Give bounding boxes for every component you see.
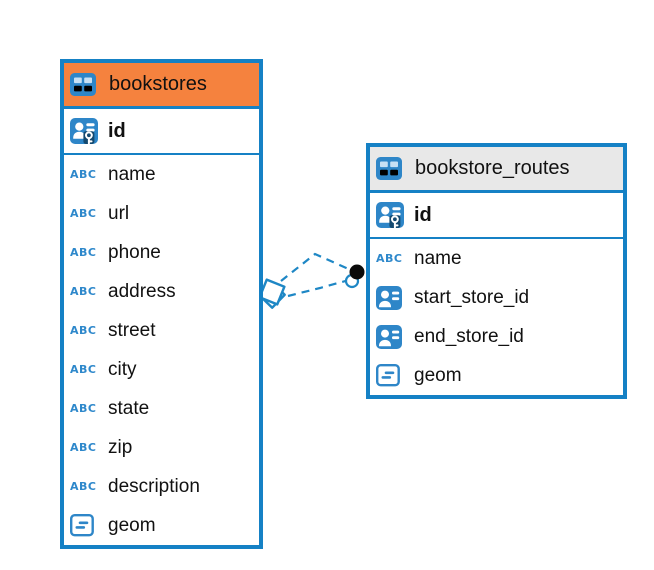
column-row-zip[interactable]: ABC zip (64, 428, 259, 467)
column-row-geom[interactable]: geom (64, 506, 259, 545)
column-row-name[interactable]: ABC name (64, 155, 259, 194)
text-type-icon: ABC (70, 246, 97, 259)
table-bookstores[interactable]: bookstores id ABC name ABC url ABC phone… (60, 59, 263, 549)
column-name: geom (414, 364, 462, 386)
table-title: bookstore_routes (415, 157, 570, 179)
text-type-icon: ABC (70, 363, 97, 376)
column-row-geom[interactable]: geom (370, 356, 623, 395)
table-icon (70, 73, 100, 96)
column-row-phone[interactable]: ABC phone (64, 233, 259, 272)
text-type-icon: ABC (70, 402, 97, 415)
text-type-icon: ABC (70, 441, 97, 454)
fk-relationship-line-end-store[interactable] (287, 278, 350, 298)
column-row-description[interactable]: ABC description (64, 467, 259, 506)
geometry-type-icon (376, 364, 406, 387)
column-name: url (108, 202, 130, 224)
column-name: state (108, 397, 150, 419)
column-name: id (414, 203, 432, 226)
column-name: city (108, 358, 137, 380)
text-type-icon: ABC (70, 168, 97, 181)
foreign-key-icon (376, 324, 406, 349)
column-name: end_store_id (414, 325, 524, 347)
column-name: name (108, 163, 156, 185)
column-row-address[interactable]: ABC address (64, 272, 259, 311)
column-name: street (108, 319, 156, 341)
text-type-icon: ABC (70, 324, 97, 337)
column-name: description (108, 475, 200, 497)
column-row-url[interactable]: ABC url (64, 194, 259, 233)
column-row-city[interactable]: ABC city (64, 350, 259, 389)
column-row-id[interactable]: id (64, 109, 259, 155)
column-name: phone (108, 241, 161, 263)
primary-key-icon (376, 202, 406, 228)
text-type-icon: ABC (70, 480, 97, 493)
column-row-street[interactable]: ABC street (64, 311, 259, 350)
text-type-icon: ABC (376, 252, 403, 265)
column-name: name (414, 247, 462, 269)
primary-key-icon (70, 118, 100, 144)
text-type-icon: ABC (70, 207, 97, 220)
table-bookstores-header[interactable]: bookstores (64, 63, 259, 109)
relationship-endpoint-dot-icon[interactable] (349, 264, 365, 280)
column-name: address (108, 280, 176, 302)
column-name: id (108, 119, 126, 142)
foreign-key-icon (376, 285, 406, 310)
column-row-id[interactable]: id (370, 193, 623, 239)
column-name: start_store_id (414, 286, 530, 308)
table-bookstore-routes-header[interactable]: bookstore_routes (370, 147, 623, 193)
column-row-state[interactable]: ABC state (64, 389, 259, 428)
table-title: bookstores (109, 73, 207, 95)
text-type-icon: ABC (70, 285, 97, 298)
column-name: geom (108, 514, 156, 536)
column-name: zip (108, 436, 133, 458)
table-bookstore-routes[interactable]: bookstore_routes id ABC name start_store… (366, 143, 627, 399)
geometry-type-icon (70, 514, 100, 537)
column-row-start-store-id[interactable]: start_store_id (370, 278, 623, 317)
table-icon (376, 157, 406, 180)
column-row-end-store-id[interactable]: end_store_id (370, 317, 623, 356)
column-row-name[interactable]: ABC name (370, 239, 623, 278)
fk-relationship-line-start-store[interactable] (280, 252, 354, 282)
relationship-source-diamond-icon[interactable] (258, 278, 286, 309)
